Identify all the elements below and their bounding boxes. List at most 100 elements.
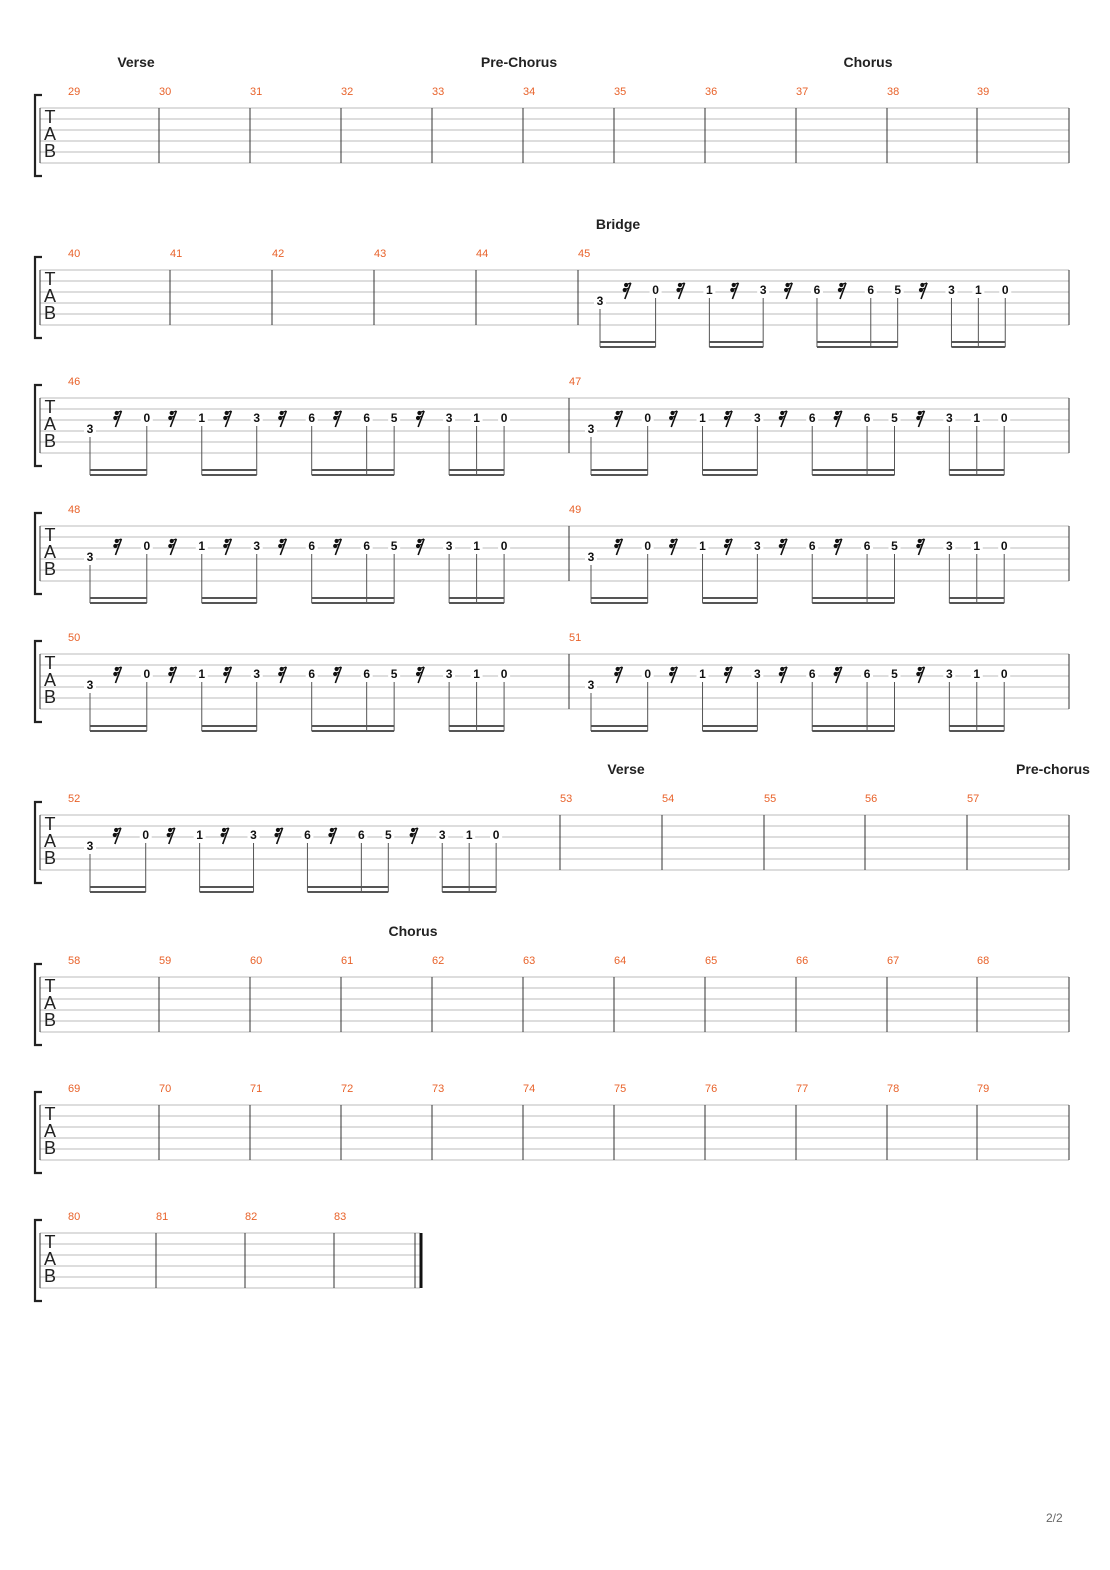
fret-number: 3 xyxy=(754,411,761,425)
rest-stem xyxy=(279,410,288,428)
fret-number: 6 xyxy=(814,283,821,297)
fret-number: 6 xyxy=(363,411,370,425)
rest-stem xyxy=(114,410,123,428)
rest-stem xyxy=(417,666,425,684)
fret-number: 1 xyxy=(975,283,982,297)
fret-number: 6 xyxy=(864,411,871,425)
rest-stem xyxy=(787,282,793,286)
tab-clef-letter: A xyxy=(44,1121,56,1141)
fret-number-bg xyxy=(490,829,503,842)
fret-number: 6 xyxy=(363,667,370,681)
rest-stem xyxy=(672,410,678,414)
tab-clef-letter: A xyxy=(44,1249,56,1269)
fret-number: 3 xyxy=(87,422,94,436)
fret-number: 0 xyxy=(493,828,500,842)
fret-number-bg xyxy=(305,412,318,425)
measure-number: 67 xyxy=(887,955,899,967)
measure-number: 80 xyxy=(68,1211,80,1223)
rest-stem xyxy=(835,415,841,419)
system-bracket xyxy=(33,93,42,178)
fret-number: 5 xyxy=(391,667,398,681)
rest-stem xyxy=(727,538,733,542)
rest-stem xyxy=(225,671,230,675)
fret-number-bg xyxy=(696,668,709,681)
fret-number-bg xyxy=(84,679,96,692)
fret-number-bg xyxy=(140,412,153,425)
fret-number-bg xyxy=(998,668,1011,681)
fret-number-bg xyxy=(649,284,662,297)
fret-number-bg xyxy=(810,284,823,297)
fret-number-bg xyxy=(806,540,819,553)
measure-number: 72 xyxy=(341,1083,353,1095)
measure-number: 66 xyxy=(796,955,808,967)
fret-number-bg xyxy=(970,668,983,681)
rest-stem xyxy=(279,538,288,556)
measure-number: 36 xyxy=(705,86,717,98)
fret-number: 6 xyxy=(308,539,315,553)
rest-stem xyxy=(917,410,926,428)
rest-stem xyxy=(785,282,793,300)
fret-number-bg xyxy=(470,540,483,553)
fret-number-bg xyxy=(443,412,456,425)
measure-number: 32 xyxy=(341,86,353,98)
rest-stem xyxy=(170,415,175,419)
fret-number-bg xyxy=(443,668,456,681)
fret-number: 3 xyxy=(946,539,953,553)
rest-stem xyxy=(725,410,733,428)
tab-clef-letter: B xyxy=(44,303,56,323)
rest-stem xyxy=(411,832,417,836)
rest-stem xyxy=(732,287,737,291)
fret-number: 3 xyxy=(946,667,953,681)
rest-stem xyxy=(672,538,678,542)
fret-number-bg xyxy=(641,540,654,553)
rest-stem xyxy=(335,415,340,419)
fret-number: 0 xyxy=(142,828,149,842)
measure-number: 38 xyxy=(887,86,899,98)
fret-number: 0 xyxy=(652,283,659,297)
rest-stem xyxy=(731,282,740,300)
rest-stem xyxy=(615,538,624,556)
fret-number-bg xyxy=(891,284,904,297)
fret-number-bg xyxy=(247,829,260,842)
fret-number: 5 xyxy=(391,539,398,553)
fret-number: 5 xyxy=(385,828,392,842)
measure-number: 46 xyxy=(68,376,80,388)
rest-stem xyxy=(336,666,342,670)
rest-stem xyxy=(114,827,122,845)
fret-number-bg xyxy=(355,829,368,842)
rest-stem xyxy=(281,666,287,670)
fret-number: 1 xyxy=(973,411,980,425)
rest-stem xyxy=(672,666,678,670)
rest-stem xyxy=(281,538,287,542)
fret-number: 3 xyxy=(948,283,955,297)
fret-number-bg xyxy=(382,829,395,842)
measure-number: 45 xyxy=(578,248,590,260)
tab-clef-letter: B xyxy=(44,1266,56,1286)
rest-stem xyxy=(222,832,228,836)
fret-number: 0 xyxy=(1002,283,1009,297)
rest-stem xyxy=(281,410,287,414)
rest-stem xyxy=(835,671,841,675)
fret-number-bg xyxy=(696,540,709,553)
tab-clef-letter: B xyxy=(44,848,56,868)
fret-number: 6 xyxy=(308,667,315,681)
rest-stem xyxy=(839,282,847,300)
measure-number: 40 xyxy=(68,248,80,260)
rest-stem xyxy=(918,415,923,419)
measure-number: 62 xyxy=(432,955,444,967)
rest-stem xyxy=(780,543,786,547)
rest-stem xyxy=(221,827,230,845)
fret-number: 0 xyxy=(644,411,651,425)
rest-stem xyxy=(677,282,686,300)
measure-number: 47 xyxy=(569,376,581,388)
fret-number-bg xyxy=(998,412,1011,425)
fret-number: 1 xyxy=(699,539,706,553)
rest-stem xyxy=(616,415,621,419)
rest-stem xyxy=(170,543,175,547)
rest-stem xyxy=(725,543,731,547)
